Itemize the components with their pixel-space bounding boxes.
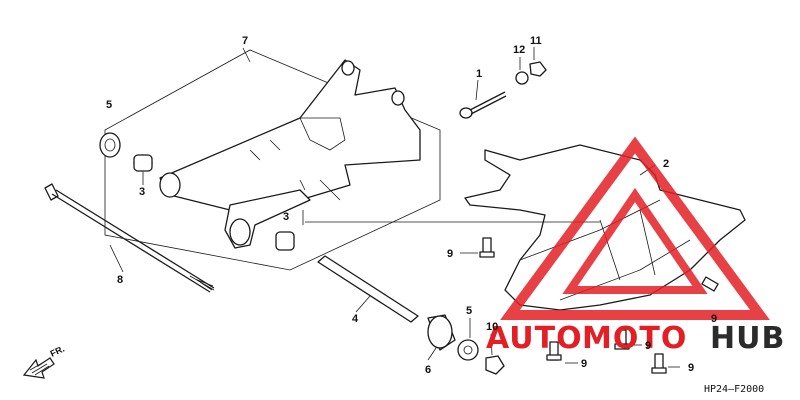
seal-part-5a: [99, 132, 121, 158]
callout-1: 1: [476, 68, 482, 80]
watermark-hub: HUB: [710, 321, 785, 356]
assembly-outline-7: [104, 49, 441, 271]
bushing-part-3a: [133, 154, 153, 172]
washer-part-12: [515, 71, 529, 85]
callout-12: 12: [513, 44, 525, 56]
bolt-part-9d: [651, 353, 667, 374]
bushing-part-3b: [275, 231, 295, 251]
callout-3a: 3: [139, 186, 145, 198]
bolt-part-9a: [479, 237, 495, 258]
callout-9c: 9: [581, 358, 587, 370]
callout-5a: 5: [106, 99, 112, 111]
callout-10: 10: [486, 321, 498, 333]
diagram-code: HP24–F2000: [704, 384, 764, 395]
bolt-part-9c: [614, 329, 630, 350]
callout-2: 2: [663, 158, 669, 170]
watermark-moto: MOTO: [582, 321, 687, 356]
callout-3b: 3: [283, 211, 289, 223]
watermark: AUTO MOTO HUB: [486, 136, 785, 356]
callout-6: 6: [425, 364, 431, 376]
bolt-part-9b: [546, 341, 562, 361]
callout-5b: 5: [466, 305, 472, 317]
watermark-triangle-outer: [500, 136, 770, 320]
front-direction-indicator: FR.: [22, 344, 66, 379]
pivot-bolt-part-8: [44, 183, 215, 293]
leader-7: [242, 47, 251, 63]
nut-part-11: [529, 61, 547, 77]
callout-7: 7: [242, 35, 248, 47]
callout-8: 8: [117, 274, 123, 286]
leader-lines: [109, 47, 680, 368]
front-arrow-icon: [22, 357, 55, 379]
shaft-part-4: [317, 255, 419, 323]
bolt-part-1: [459, 91, 507, 119]
watermark-auto: AUTO: [486, 321, 583, 356]
bolt-part-9e: [701, 276, 719, 292]
callout-4: 4: [352, 313, 359, 325]
watermark-triangle-inner: [562, 187, 708, 294]
nut-part-10: [485, 355, 505, 375]
callout-11: 11: [530, 35, 542, 47]
callout-9d: 9: [645, 340, 651, 352]
swing-arm-part-7: [159, 59, 421, 249]
bearing-part-6: [427, 314, 456, 351]
callout-9e: 9: [688, 362, 694, 374]
front-label: FR.: [49, 344, 66, 359]
callout-9b: 9: [711, 313, 717, 325]
callout-9a: 9: [447, 248, 453, 260]
seal-part-5b: [457, 339, 479, 361]
